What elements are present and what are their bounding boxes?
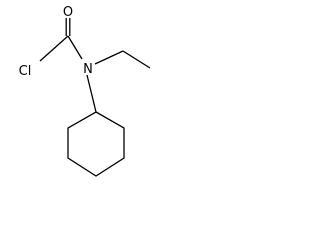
bond-n-ethyl	[94, 50, 124, 65]
cyclohexane-ring	[67, 111, 125, 177]
bond-ethyl-methyl	[122, 50, 151, 69]
bond-c-cl	[39, 35, 69, 62]
atom-label-chlorine: Cl	[19, 64, 32, 79]
bond-c-n	[67, 35, 83, 60]
molecule-diagram: O Cl N	[19, 5, 151, 177]
bond-n-cyclohexyl	[86, 74, 97, 113]
atom-label-oxygen: O	[63, 5, 73, 20]
atom-label-nitrogen: N	[83, 62, 93, 77]
